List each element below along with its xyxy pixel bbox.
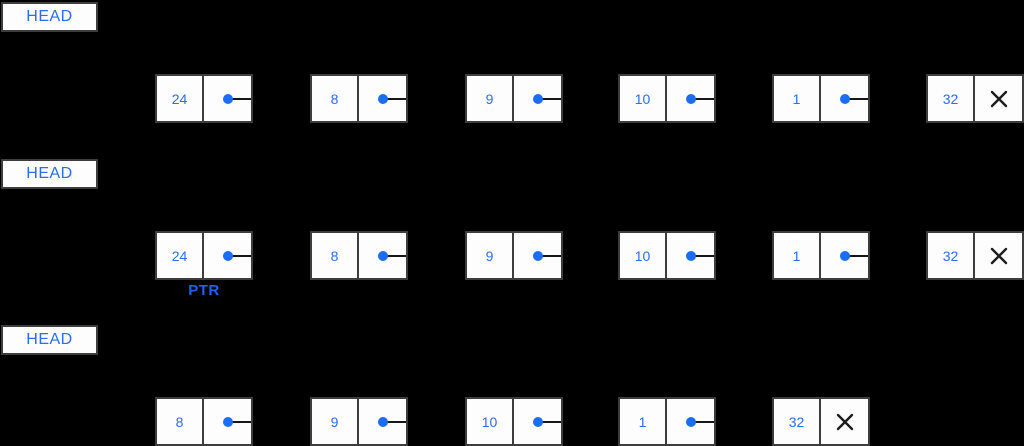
node-next-cell — [514, 74, 563, 123]
node-next-cell — [821, 231, 870, 280]
pointer-dot-icon — [532, 93, 543, 104]
node-value-cell: 1 — [618, 397, 667, 446]
node-next-cell — [975, 231, 1024, 280]
node-next-cell — [204, 397, 253, 446]
node-value-cell: 9 — [465, 231, 514, 280]
pointer-dot-icon — [222, 93, 233, 104]
node-value-cell: 32 — [772, 397, 821, 446]
node-value-cell: 32 — [926, 74, 975, 123]
node-value-cell: 9 — [310, 397, 359, 446]
pointer-line — [690, 420, 714, 423]
node-value-cell: 8 — [310, 74, 359, 123]
pointer-line — [227, 97, 251, 100]
pointer-line — [537, 254, 561, 257]
node-next-cell — [667, 231, 716, 280]
pointer-line — [227, 420, 251, 423]
node-value-cell: 10 — [465, 397, 514, 446]
list-node: 9 — [465, 74, 563, 123]
pointer-line — [382, 97, 406, 100]
node-value-cell: 24 — [155, 231, 204, 280]
list-node: 10 — [618, 74, 716, 123]
node-next-cell — [514, 397, 563, 446]
node-next-cell — [359, 397, 408, 446]
pointer-dot-icon — [222, 250, 233, 261]
pointer-dot-icon — [377, 416, 388, 427]
node-next-cell — [821, 74, 870, 123]
null-x-icon — [990, 90, 1007, 107]
node-next-cell — [975, 74, 1024, 123]
node-value-cell: 1 — [772, 74, 821, 123]
pointer-line — [690, 254, 714, 257]
pointer-dot-icon — [685, 416, 696, 427]
list-node: 1 — [618, 397, 716, 446]
null-x-icon — [990, 247, 1007, 264]
node-value-cell: 8 — [155, 397, 204, 446]
node-next-cell — [667, 397, 716, 446]
pointer-dot-icon — [685, 93, 696, 104]
node-next-cell — [359, 74, 408, 123]
null-x-icon — [836, 413, 853, 430]
pointer-line — [227, 254, 251, 257]
head-box: HEAD — [1, 325, 98, 355]
list-node: 8 — [310, 231, 408, 280]
node-next-cell — [667, 74, 716, 123]
head-label: HEAD — [26, 331, 73, 348]
node-value-cell: 32 — [926, 231, 975, 280]
list-node: 32 — [926, 231, 1024, 280]
ptr-label: PTR — [188, 282, 220, 299]
pointer-dot-icon — [377, 250, 388, 261]
node-value-cell: 10 — [618, 74, 667, 123]
head-box: HEAD — [1, 2, 98, 32]
pointer-line — [690, 97, 714, 100]
node-next-cell — [821, 397, 870, 446]
pointer-dot-icon — [222, 416, 233, 427]
node-next-cell — [204, 74, 253, 123]
list-node: 9 — [465, 231, 563, 280]
node-value-cell: 24 — [155, 74, 204, 123]
list-node: 32 — [772, 397, 870, 446]
list-node: 8 — [310, 74, 408, 123]
pointer-dot-icon — [532, 416, 543, 427]
pointer-line — [844, 97, 868, 100]
head-label: HEAD — [26, 8, 73, 25]
list-node: 1 — [772, 231, 870, 280]
pointer-line — [537, 420, 561, 423]
node-next-cell — [514, 231, 563, 280]
pointer-dot-icon — [377, 93, 388, 104]
pointer-line — [537, 97, 561, 100]
list-node: 8 — [155, 397, 253, 446]
node-value-cell: 9 — [465, 74, 514, 123]
node-value-cell: 8 — [310, 231, 359, 280]
pointer-line — [382, 254, 406, 257]
pointer-dot-icon — [685, 250, 696, 261]
head-label: HEAD — [26, 165, 73, 182]
head-box: HEAD — [1, 159, 98, 189]
list-node: 1 — [772, 74, 870, 123]
pointer-dot-icon — [532, 250, 543, 261]
list-node: 9 — [310, 397, 408, 446]
list-node: 24 — [155, 74, 253, 123]
list-node: 32 — [926, 74, 1024, 123]
node-next-cell — [359, 231, 408, 280]
node-next-cell — [204, 231, 253, 280]
pointer-line — [844, 254, 868, 257]
node-value-cell: 10 — [618, 231, 667, 280]
pointer-dot-icon — [839, 93, 850, 104]
list-node: 24 — [155, 231, 253, 280]
node-value-cell: 1 — [772, 231, 821, 280]
list-node: 10 — [465, 397, 563, 446]
list-node: 10 — [618, 231, 716, 280]
pointer-line — [382, 420, 406, 423]
pointer-dot-icon — [839, 250, 850, 261]
